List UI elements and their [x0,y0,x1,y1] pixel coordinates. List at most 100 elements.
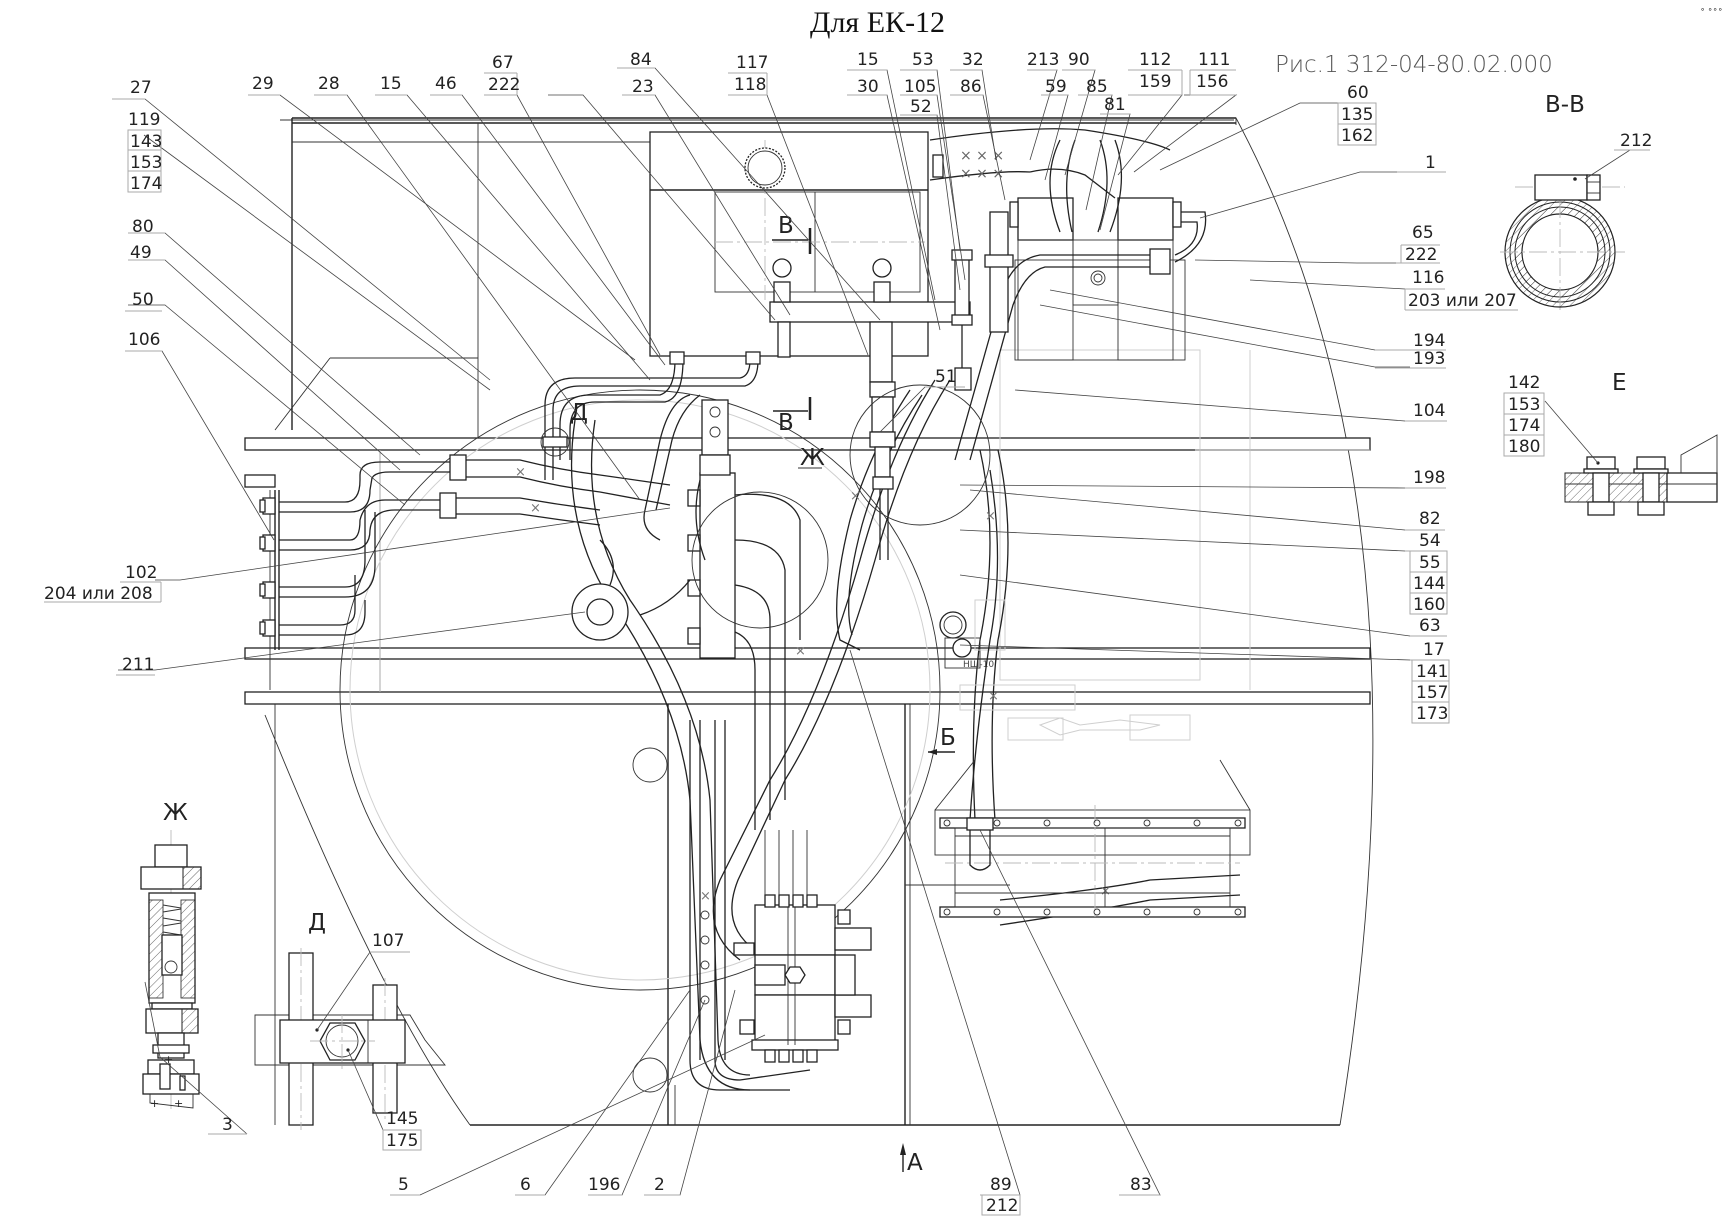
drawing-title: Для ЕК-12 [810,6,945,39]
manifold-fittings [687,489,701,645]
view-marker-b: Б [940,725,956,751]
svg-text:+: + [150,1097,159,1110]
section-marker-v-bottom: В [778,410,794,436]
svg-text:144: 144 [1413,574,1445,594]
left-pipelines: × × [259,454,671,650]
callout-82: 82 [1405,509,1445,531]
bulkhead-fittings [259,497,276,637]
svg-text:180: 180 [1508,437,1540,457]
svg-text:27: 27 [130,78,152,98]
svg-text:×: × [985,509,996,524]
section-view-e: Е [1564,370,1718,516]
callout-142: 142 153 174 180 [1503,373,1545,457]
svg-text:156: 156 [1196,72,1228,92]
svg-text:204 или 208: 204 или 208 [44,584,153,604]
callout-106: 106 [125,330,162,352]
callout-29: 29 [248,74,280,96]
svg-text:198: 198 [1413,468,1445,488]
callout-67: 67 222 [484,53,520,96]
svg-text:213: 213 [1027,50,1059,70]
callouts: 27 119 143 153 174 29 28 15 46 67 222 84… [44,50,1652,1216]
callout-51: 51 [925,367,965,388]
callout-105: 105 [900,77,937,97]
svg-text:1: 1 [1425,153,1436,173]
suction-pipe [540,351,761,541]
filter-assembly [954,197,1207,461]
svg-text:111: 111 [1198,50,1230,70]
svg-text:15: 15 [857,50,879,70]
callout-28: 28 [314,74,347,96]
callout-194: 194 [1375,331,1446,351]
svg-text:84: 84 [630,50,652,70]
svg-text:222: 222 [488,75,520,95]
svg-text:143: 143 [130,132,162,152]
frame-structure [244,117,1374,1126]
view-marker-zh: Ж [800,445,825,471]
callout-80: 80 [128,217,165,237]
section-view-zh: Ж + + + [140,800,202,1110]
bolt-1 [1583,456,1619,516]
view-marker-a: А [907,1150,923,1176]
svg-text:63: 63 [1419,616,1441,636]
svg-text:203 или 207: 203 или 207 [1408,291,1517,311]
distribution-manifold [571,399,829,830]
svg-text:104: 104 [1413,401,1445,421]
hex-nut-icon [784,966,806,984]
svg-text:23: 23 [632,77,654,97]
breather-icon [772,258,792,278]
tray-bolts [943,819,1242,916]
gear-pump: НШ-10 [939,599,1191,741]
svg-text:135: 135 [1341,105,1373,125]
pump-gear-icon [952,638,972,658]
valve-ports-bottom [764,1049,818,1063]
gauge-icon [1090,270,1106,286]
svg-text:102: 102 [125,563,157,583]
check-valve [849,381,991,560]
svg-text:×: × [515,465,526,480]
clamps [700,910,710,1005]
document-reference: Рис.1 312-04-80.02.000 [1275,52,1553,78]
svg-text:159: 159 [1139,72,1171,92]
svg-text:46: 46 [435,74,457,94]
svg-text:118: 118 [734,75,766,95]
svg-text:85: 85 [1086,77,1108,97]
svg-text:117: 117 [736,53,768,73]
svg-text:49: 49 [130,243,152,263]
svg-text:160: 160 [1413,595,1445,615]
corner-mark: ∘ ∘∘∘ [1700,5,1723,14]
section-view-d: Д [254,910,446,1130]
svg-text:67: 67 [492,53,514,73]
callout-65: 65 222 [1396,223,1440,265]
svg-text:×: × [1100,884,1111,899]
callout-86: 86 [950,77,983,97]
valve-ports-top [764,894,818,908]
svg-text:162: 162 [1341,126,1373,146]
svg-text:89: 89 [990,1175,1012,1195]
svg-text:30: 30 [857,77,879,97]
callout-81: 81 [1100,95,1130,115]
svg-text:82: 82 [1419,509,1441,529]
svg-text:65: 65 [1412,223,1434,243]
svg-text:211: 211 [122,655,154,675]
svg-text:193: 193 [1413,349,1445,369]
svg-text:+: + [164,1053,173,1066]
svg-text:222: 222 [1405,245,1437,265]
svg-text:+: + [174,1097,183,1110]
section-view-v-v: В-В [1500,92,1625,310]
callout-46: 46 [430,74,462,96]
callout-107: 107 [370,931,410,953]
svg-text:32: 32 [962,50,984,70]
pressure-line [932,154,973,391]
callout-15b: 15 [847,50,887,71]
callout-117: 117 118 [728,53,768,96]
svg-text:59: 59 [1045,77,1067,97]
callout-116: 116 203 или 207 [1404,268,1518,311]
svg-text:173: 173 [1416,704,1448,724]
callout-50: 50 [125,290,162,312]
svg-text:86: 86 [960,77,982,97]
svg-text:81: 81 [1104,95,1126,115]
callout-84: 84 [617,50,655,70]
svg-text:106: 106 [128,330,160,350]
callout-30: 30 [847,77,887,97]
callout-1: 1 [1397,153,1446,173]
